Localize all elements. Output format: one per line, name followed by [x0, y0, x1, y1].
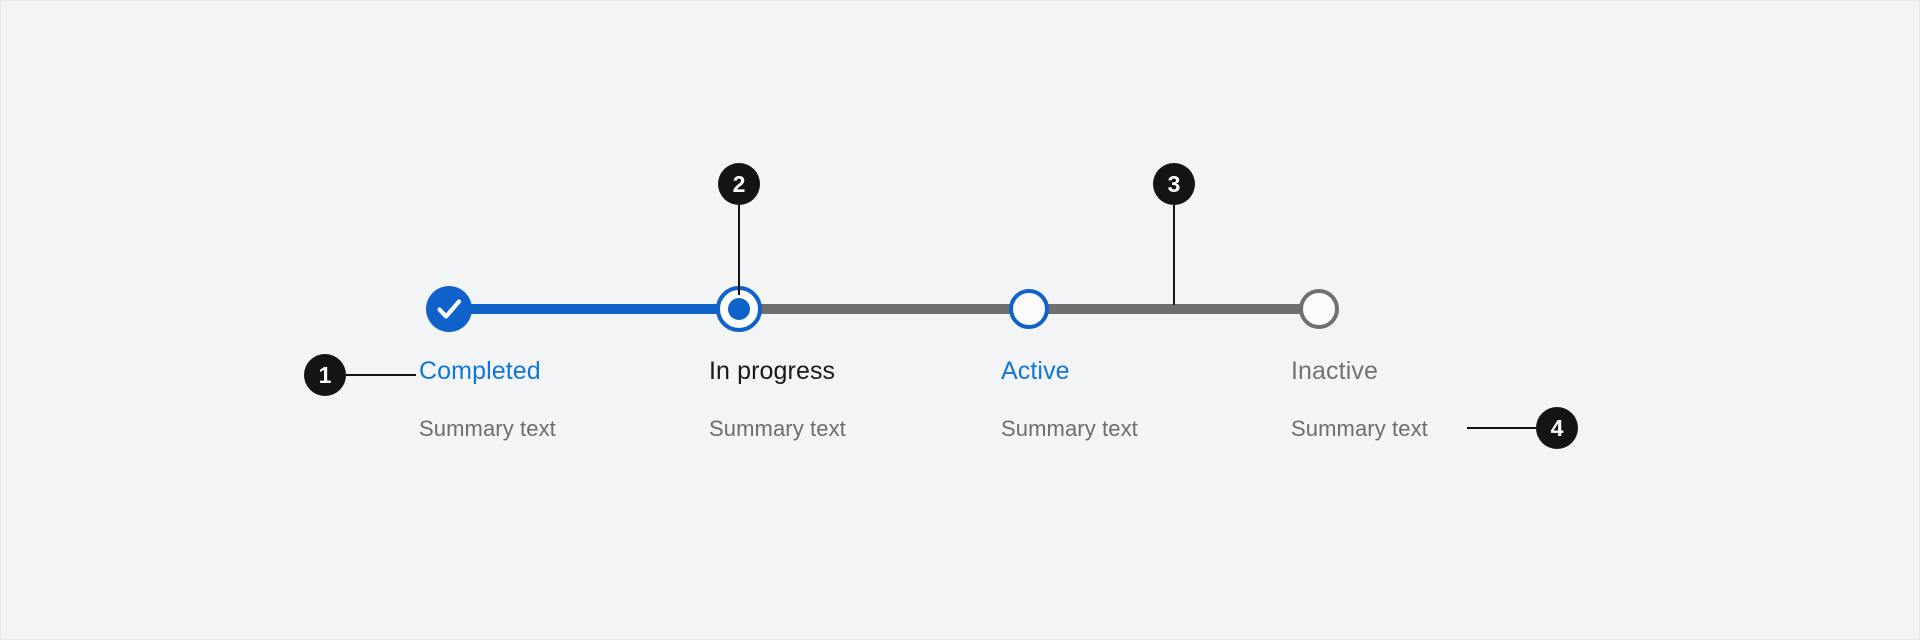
callout-leader-line-4 — [1467, 427, 1537, 429]
step-marker-inactive[interactable] — [1299, 289, 1339, 329]
callout-leader-line-1 — [346, 374, 416, 376]
progress-track-complete — [449, 304, 739, 314]
step-summary-active: Summary text — [1001, 416, 1138, 441]
step-label-in-progress[interactable]: In progress — [709, 357, 836, 385]
callout-leader-line-3 — [1173, 205, 1175, 305]
callout-badge-2: 2 — [718, 163, 760, 205]
step-marker-completed[interactable] — [426, 286, 472, 332]
step-summary-in-progress: Summary text — [709, 416, 846, 441]
callout-badge-1: 1 — [304, 354, 346, 396]
callout-badge-3: 3 — [1153, 163, 1195, 205]
step-summary-completed: Summary text — [419, 416, 556, 441]
step-label-completed[interactable]: Completed — [419, 357, 541, 385]
step-label-active[interactable]: Active — [1001, 357, 1070, 385]
progress-track-incomplete-2 — [1029, 304, 1319, 314]
callout-leader-line-2 — [738, 205, 740, 295]
callout-badge-4: 4 — [1536, 407, 1578, 449]
step-label-inactive[interactable]: Inactive — [1291, 357, 1378, 385]
step-summary-inactive: Summary text — [1291, 416, 1428, 441]
progress-track-incomplete — [739, 304, 1029, 314]
step-marker-active[interactable] — [1009, 289, 1049, 329]
dot-icon — [728, 298, 750, 320]
check-icon — [437, 299, 462, 319]
